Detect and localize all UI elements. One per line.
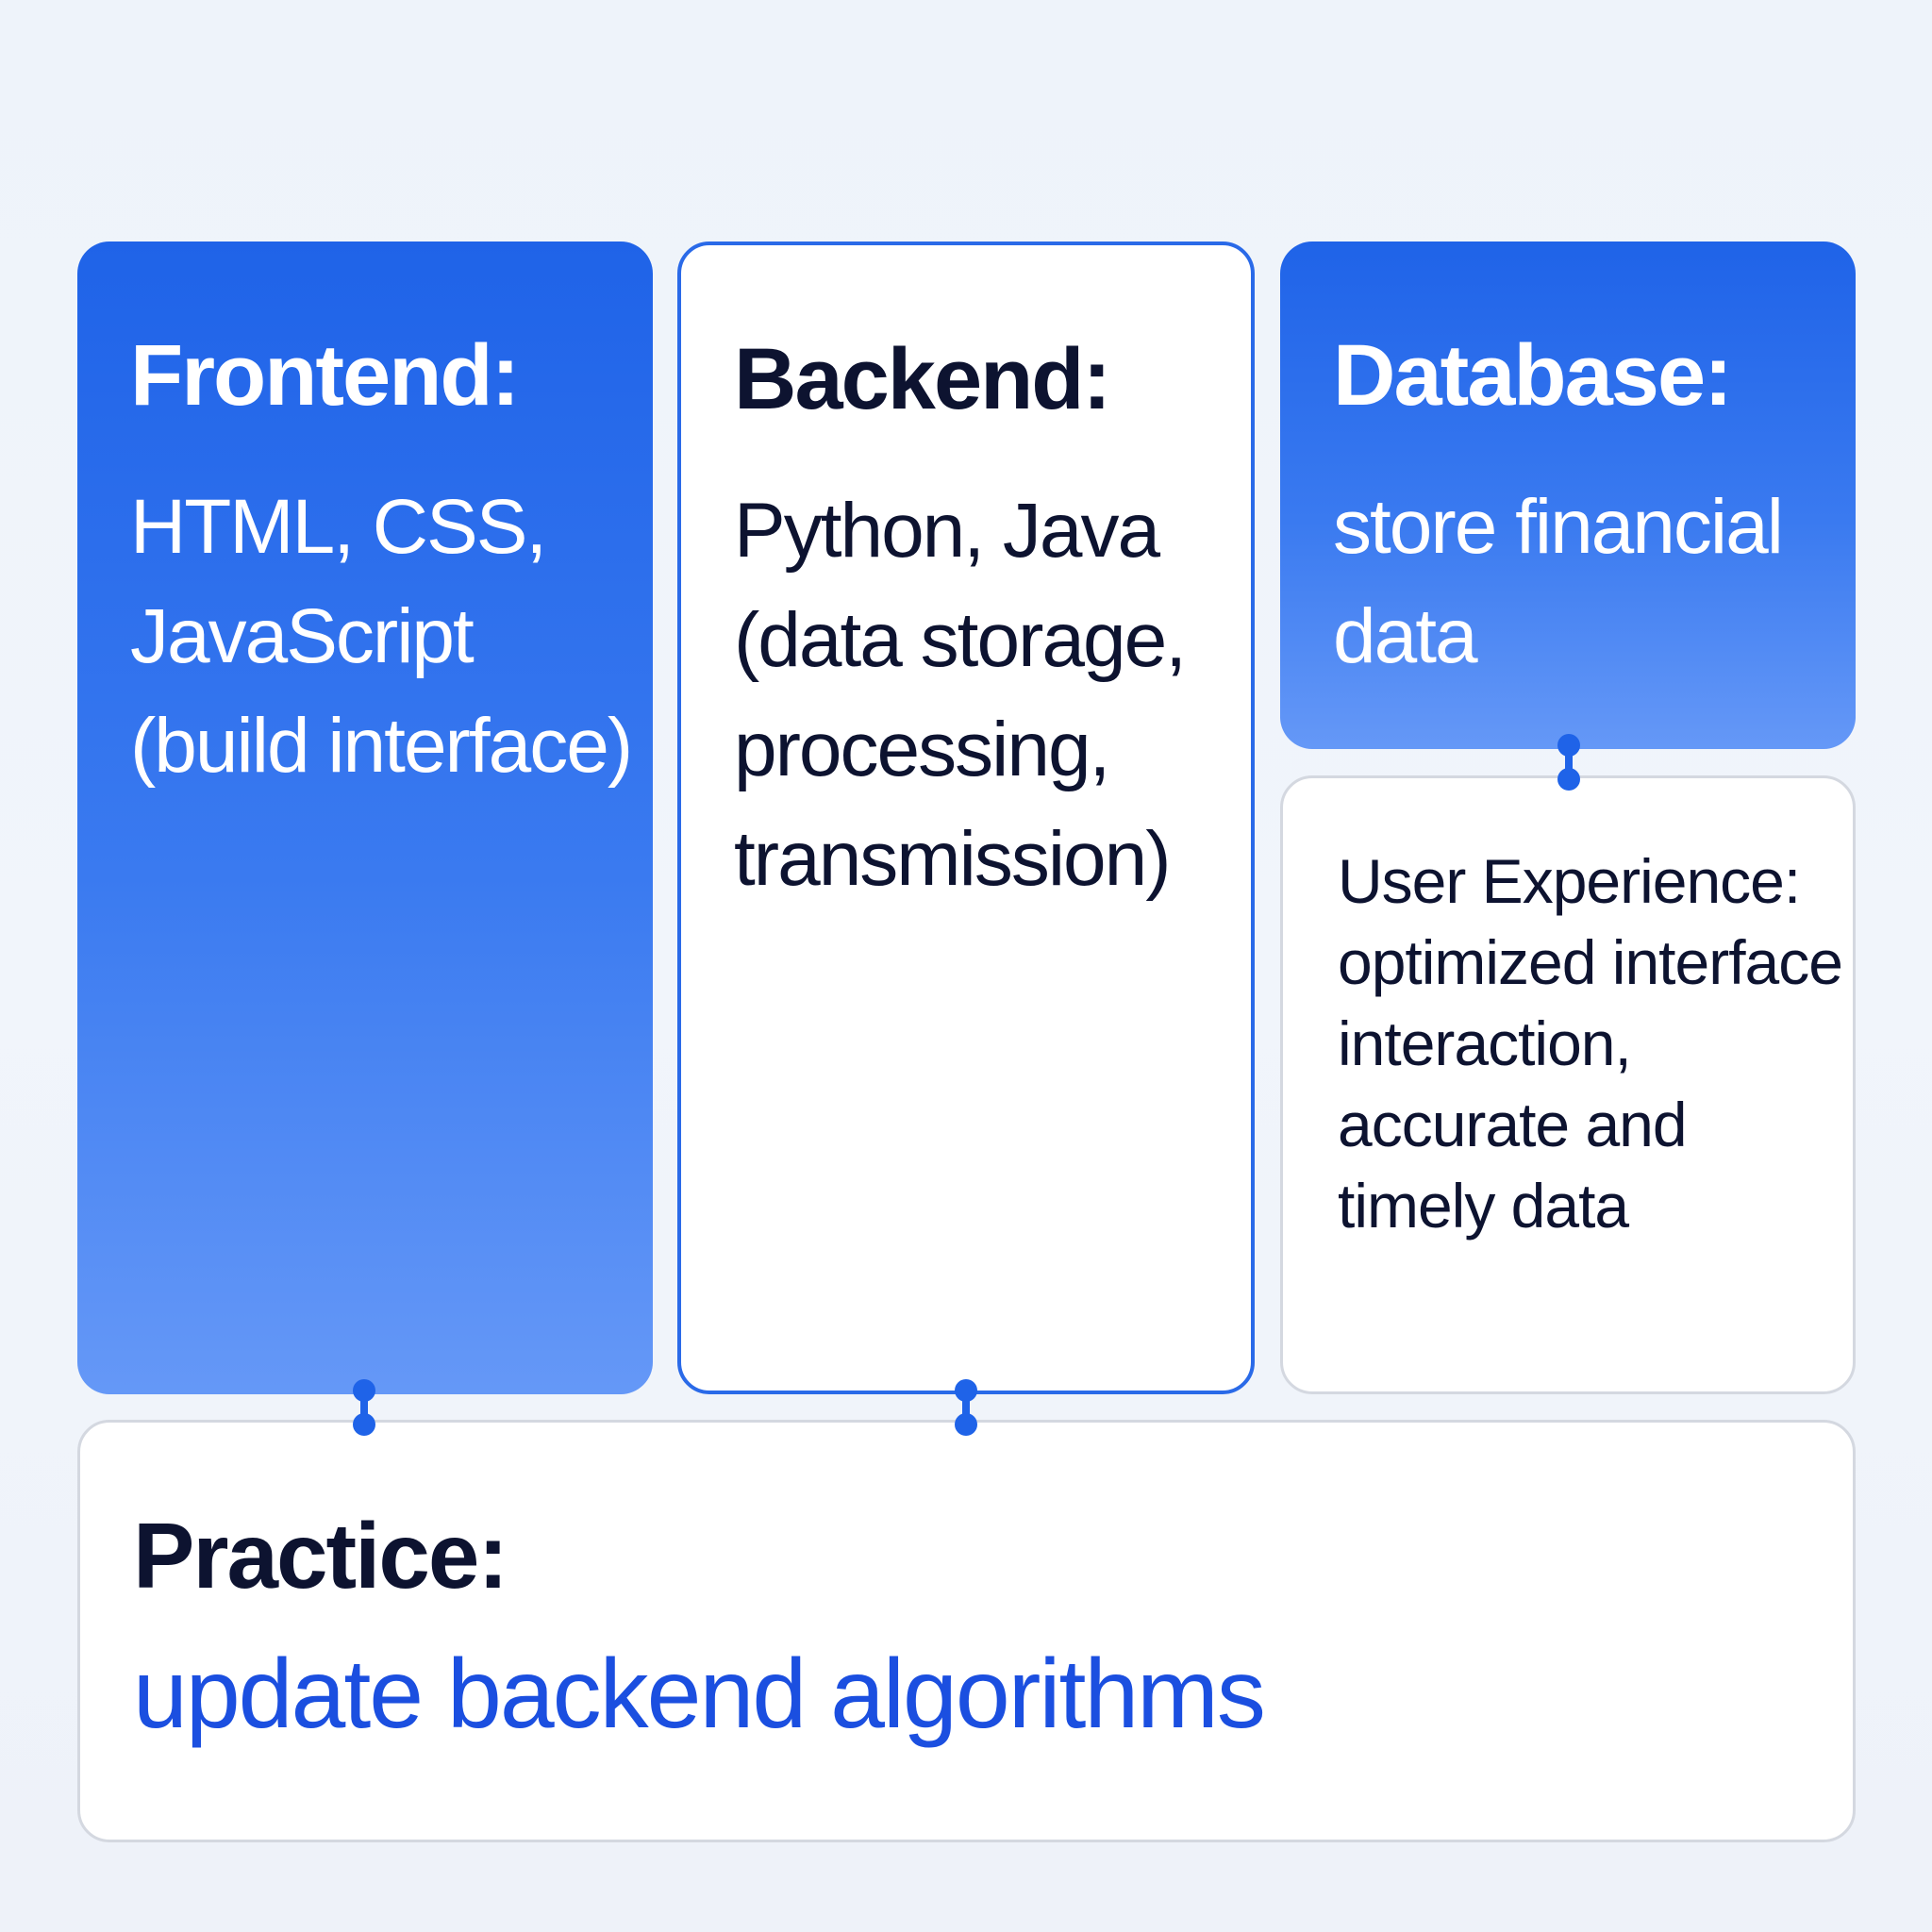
backend-practice-connector (955, 1379, 977, 1436)
database-title: Database: (1333, 327, 1733, 424)
connector-dot-icon (955, 1379, 977, 1402)
practice-box: Practice: update backend algorithms (77, 1420, 1856, 1842)
frontend-box: Frontend: HTML, CSS, JavaScript (build i… (77, 242, 653, 1394)
connector-line (360, 1391, 368, 1424)
connector-dot-icon (1557, 734, 1580, 757)
frontend-description: HTML, CSS, JavaScript (build interface) (130, 484, 633, 789)
backend-description: Python, Java (data storage, processing, … (734, 488, 1187, 902)
backend-title: Backend: (734, 331, 1111, 427)
database-box: Database: store financial data (1280, 242, 1856, 749)
connector-line (1565, 745, 1573, 779)
frontend-title: Frontend: (130, 327, 520, 424)
connector-dot-icon (1557, 768, 1580, 791)
backend-box: Backend: Python, Java (data storage, pro… (677, 242, 1255, 1394)
practice-description: update backend algorithms (133, 1640, 1266, 1749)
practice-title: Practice: (133, 1504, 508, 1607)
connector-dot-icon (353, 1379, 375, 1402)
database-description: store financial data (1333, 484, 1784, 679)
database-ux-connector (1557, 734, 1580, 791)
connector-dot-icon (353, 1413, 375, 1436)
user-experience-description: User Experience: optimized interface int… (1338, 846, 1843, 1241)
user-experience-box: User Experience: optimized interface int… (1280, 775, 1856, 1394)
connector-line (962, 1391, 970, 1424)
frontend-practice-connector (353, 1379, 375, 1436)
connector-dot-icon (955, 1413, 977, 1436)
